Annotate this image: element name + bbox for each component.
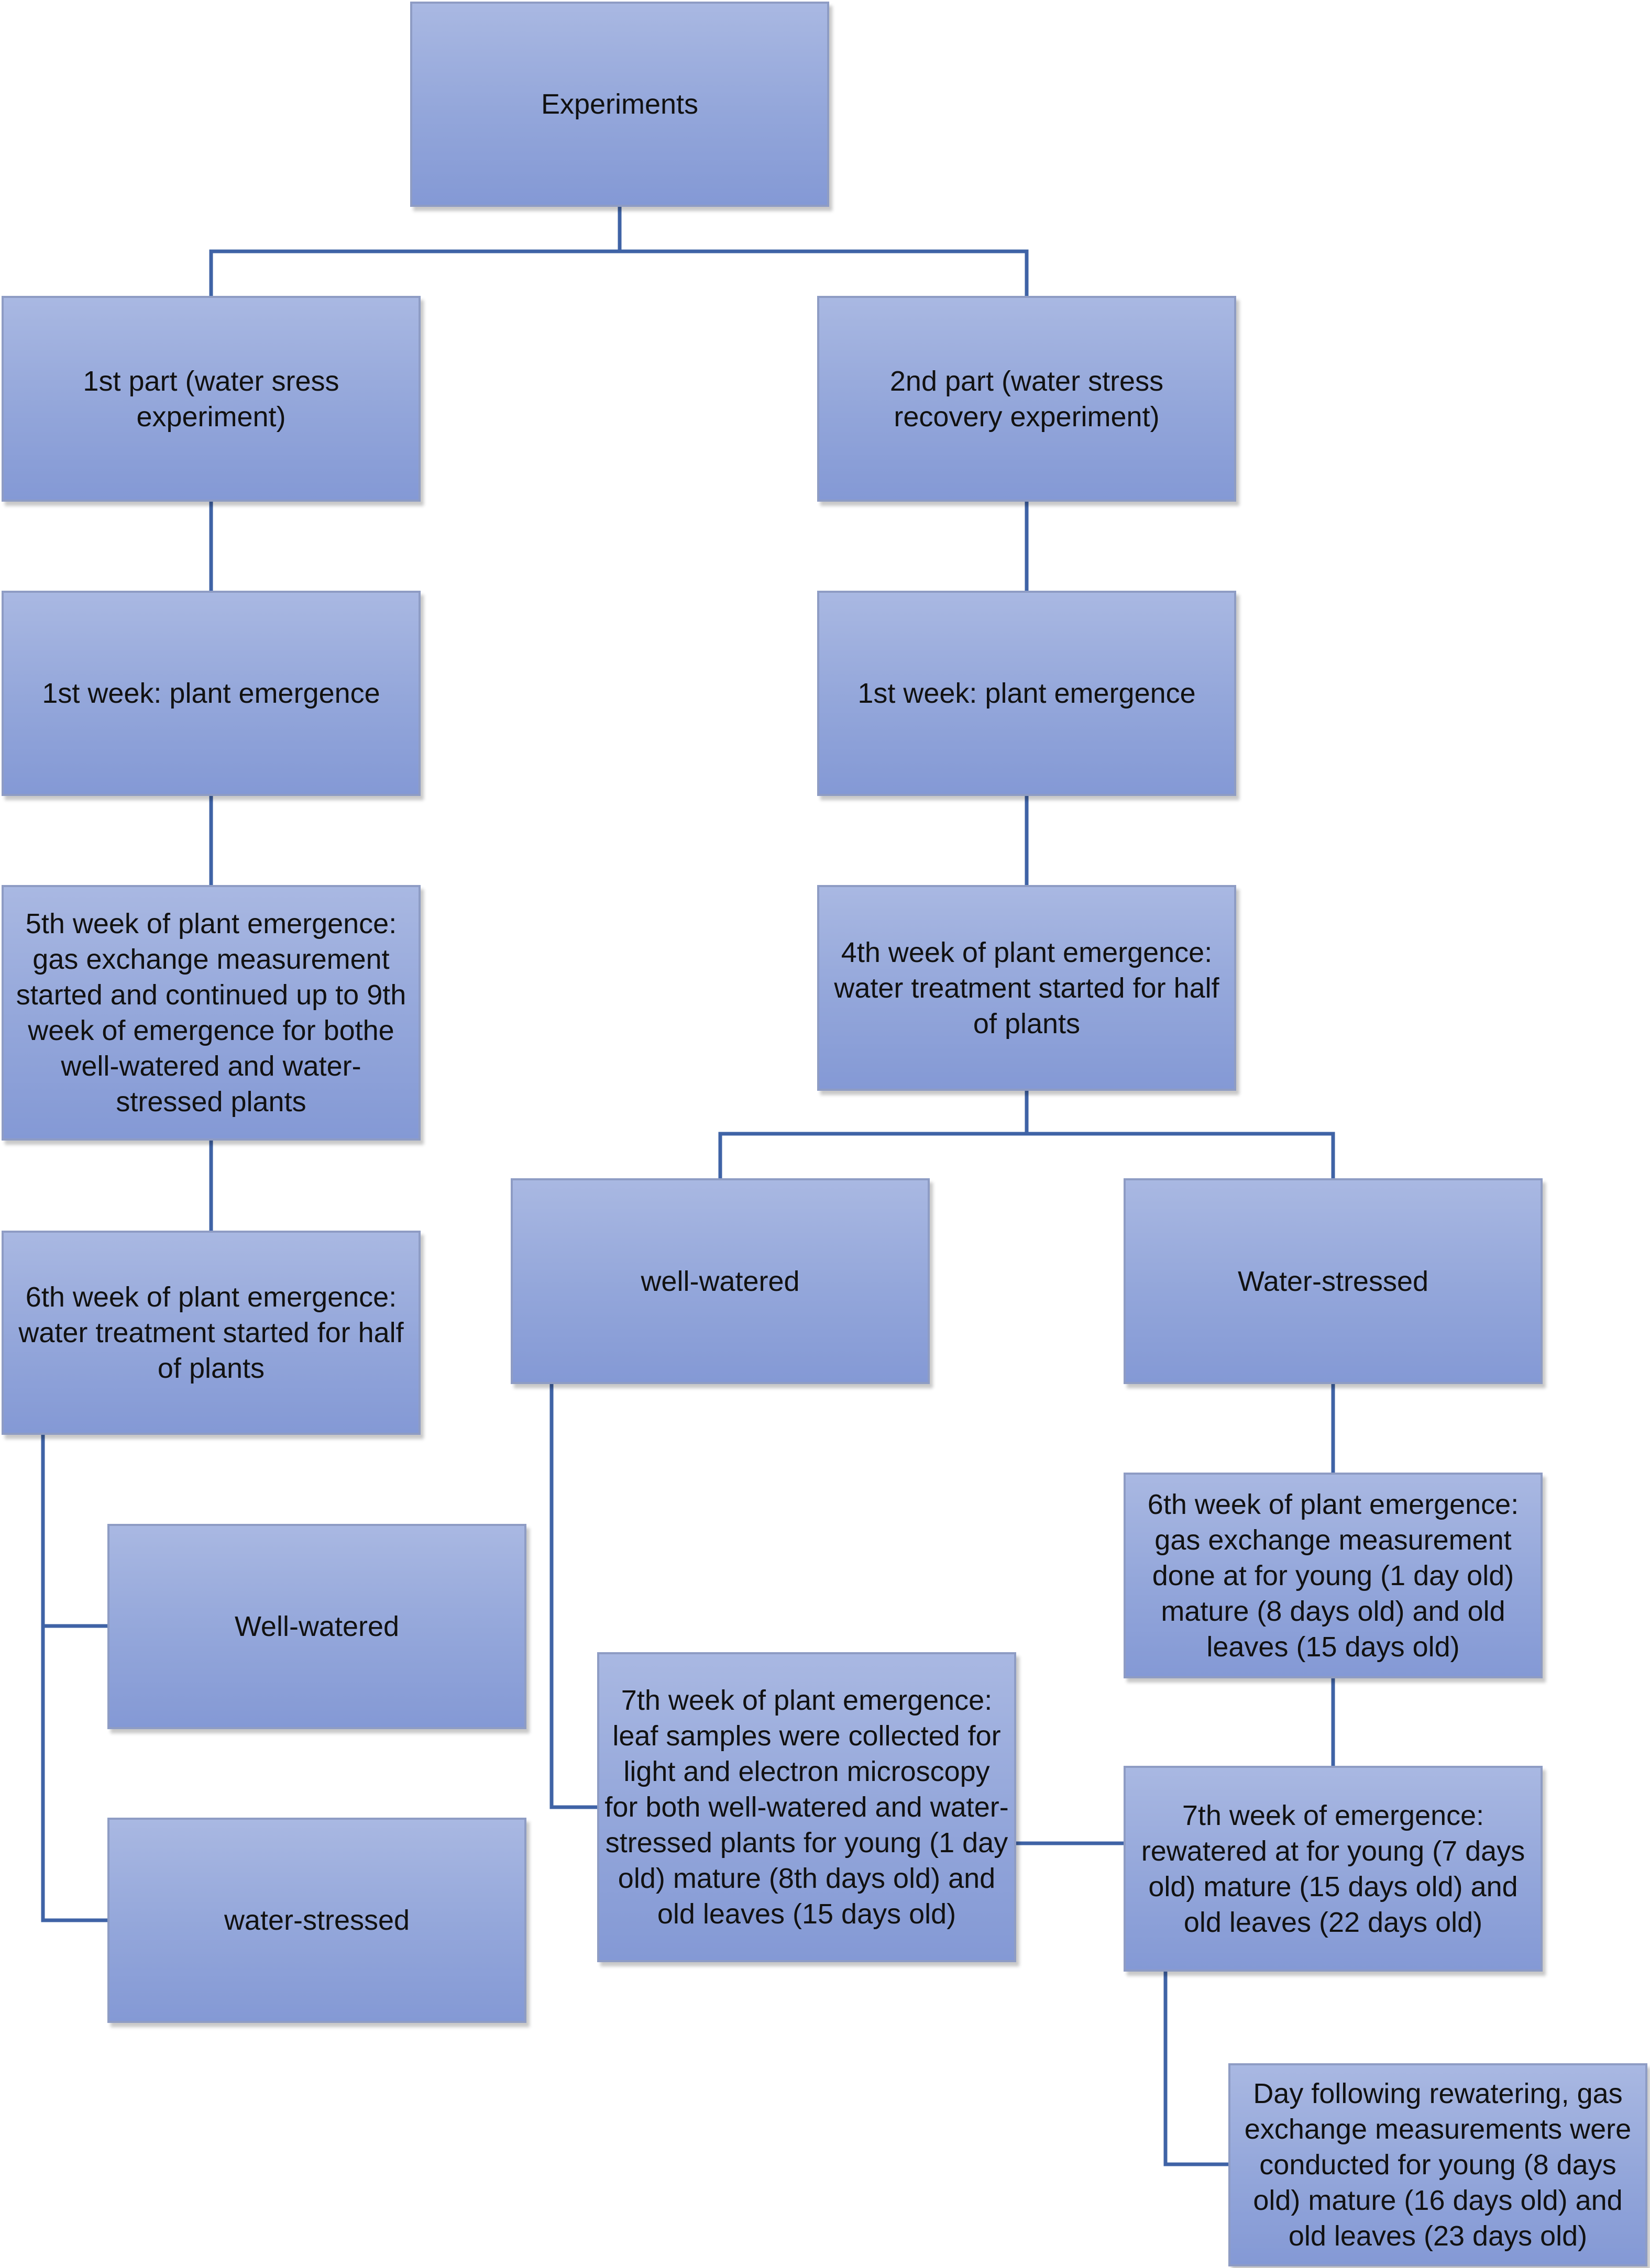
node-p1-week6-label: 6th week of plant emergence: water treat… xyxy=(18,1281,404,1384)
node-p1-week1: 1st week: plant emergence xyxy=(2,591,421,796)
connector-p2week4-to-treatments xyxy=(718,1089,1335,1180)
node-p2-water-stressed: Water-stressed xyxy=(1124,1178,1543,1384)
node-p1-week6: 6th week of plant emergence: water treat… xyxy=(2,1231,421,1435)
connector-wellwatered-to-samples xyxy=(549,1382,601,1809)
node-p1-water-stressed: water-stressed xyxy=(107,1818,526,2023)
node-day-after-rewater: Day following rewatering, gas exchange m… xyxy=(1228,2063,1647,2266)
node-p1-week5: 5th week of plant emergence: gas exchang… xyxy=(2,885,421,1141)
node-p2-week4-label: 4th week of plant emergence: water treat… xyxy=(834,936,1219,1039)
node-p2-well-watered: well-watered xyxy=(511,1178,930,1384)
node-p2-week6-gas-label: 6th week of plant emergence: gas exchang… xyxy=(1147,1488,1519,1663)
node-experiments: Experiments xyxy=(410,2,829,207)
node-p2-week4: 4th week of plant emergence: water treat… xyxy=(817,885,1236,1091)
node-p2-week6-gas: 6th week of plant emergence: gas exchang… xyxy=(1124,1473,1543,1678)
node-part1-label: 1st part (water sress experiment) xyxy=(83,365,339,433)
connector-p1week6-to-treatments xyxy=(41,1433,109,1922)
node-p2-week7-rewater-label: 7th week of emergence: rewatered at for … xyxy=(1141,1799,1525,1938)
node-week7-samples: 7th week of plant emergence: leaf sample… xyxy=(597,1652,1016,1962)
node-p2-week1: 1st week: plant emergence xyxy=(817,591,1236,796)
node-p2-week7-rewater: 7th week of emergence: rewatered at for … xyxy=(1124,1766,1543,1972)
connector-experiments-to-parts xyxy=(209,205,1029,298)
connector-rewater-to-dayafter xyxy=(1163,1970,1232,2166)
node-part2: 2nd part (water stress recovery experime… xyxy=(817,296,1236,502)
node-p1-water-stressed-label: water-stressed xyxy=(224,1905,410,1936)
node-p1-week5-label: 5th week of plant emergence: gas exchang… xyxy=(16,908,406,1118)
node-part2-label: 2nd part (water stress recovery experime… xyxy=(889,365,1164,433)
node-p1-well-watered-label: Well-watered xyxy=(234,1611,400,1642)
node-week7-samples-label: 7th week of plant emergence: leaf sample… xyxy=(604,1685,1009,1930)
node-day-after-rewater-label: Day following rewatering, gas exchange m… xyxy=(1244,2078,1632,2252)
node-experiments-label: Experiments xyxy=(541,88,699,120)
node-p2-water-stressed-label: Water-stressed xyxy=(1237,1265,1429,1297)
node-p1-week1-label: 1st week: plant emergence xyxy=(42,678,380,709)
node-part1: 1st part (water sress experiment) xyxy=(2,296,421,502)
node-p2-week1-label: 1st week: plant emergence xyxy=(857,678,1196,709)
node-p1-well-watered: Well-watered xyxy=(107,1524,526,1729)
node-p2-well-watered-label: well-watered xyxy=(641,1265,800,1297)
